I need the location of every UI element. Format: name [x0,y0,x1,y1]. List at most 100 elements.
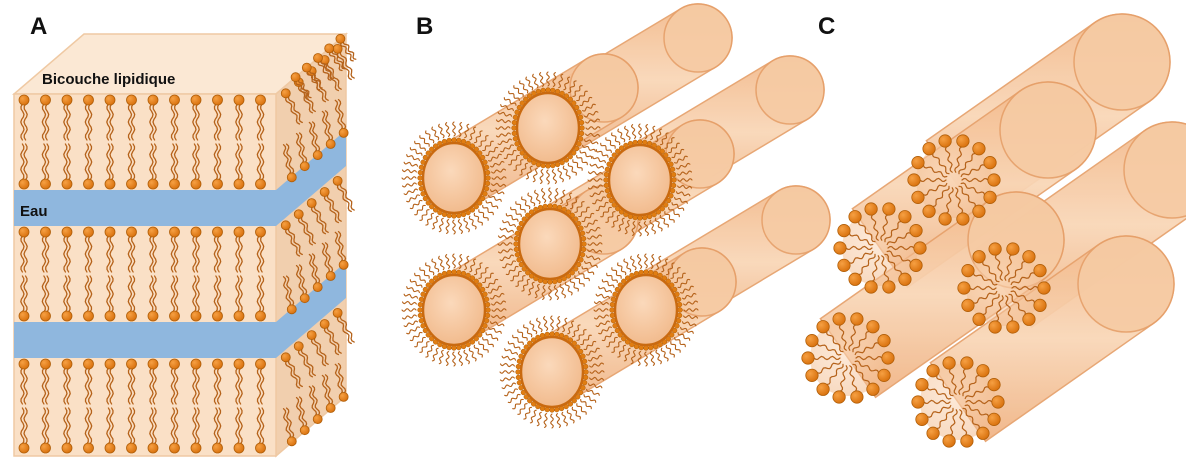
lipid-tail [508,394,520,402]
lipid-head [977,365,989,377]
lipid-tail [486,201,498,209]
lipid-tail [407,195,420,202]
lipid-tail [503,221,516,227]
lipid-tail [404,321,417,326]
lipid-tail [645,254,648,268]
lipid-head [41,179,51,189]
lipid-head [148,443,158,453]
lipid-head [234,311,244,321]
lipid-tail [542,189,546,203]
lipid-tail [577,156,588,165]
lipid-tail [505,389,518,396]
lipid-head [939,213,951,225]
lipid-head [256,227,266,237]
lipid-head [882,352,894,364]
lipid-head [806,369,818,381]
lipid-head [314,54,323,63]
lipid-head [914,242,926,254]
lipid-head [234,179,244,189]
lipid-head [339,392,348,401]
lipid-head [339,260,348,269]
lipid-tail [624,259,631,272]
lipid-tail [432,216,438,229]
lipid-head [943,357,955,369]
lipid-head [256,95,266,105]
lipid-head [984,191,996,203]
lipid-head [170,95,180,105]
lipid-tail [439,350,443,363]
lipid-head [958,282,970,294]
lipid-tail [403,302,417,305]
lipid-tail [528,193,535,206]
lipid-head [213,95,223,105]
lipid-head [41,95,51,105]
lipid-tail [518,404,527,415]
lipid-head [452,138,457,143]
lipid-tail [426,345,434,357]
lipid-tail [453,122,456,136]
lipid-tail [458,220,462,234]
lipid-tail [661,348,668,361]
micelle-core [517,93,579,163]
lipid-tail [567,410,574,423]
lipid-head [973,251,985,263]
water-band-lower [14,322,276,358]
lipid-head [62,227,72,237]
lipid-head [817,383,829,395]
lipid-head [19,443,29,453]
lipid-tail [618,263,626,275]
lipid-tail [479,210,488,221]
lipid-tail [432,127,439,140]
lipid-head [883,281,895,293]
lipid-head [452,270,457,275]
lipid-head [307,331,316,340]
lipid-tail [632,125,636,139]
lipid-tail [453,352,456,366]
lipid-head [19,359,29,369]
lipid-tail [671,342,680,353]
lipid-head [213,311,223,321]
lipid-tail [402,177,416,180]
cylinder-end [762,186,830,254]
lipid-tail [544,317,548,331]
lipid-head [610,308,615,313]
lipid-tail [547,170,550,184]
lipid-tail [580,151,592,159]
lipid-head [806,334,818,346]
lipid-tail [415,141,426,150]
lipid-head [452,346,457,351]
lipid-tail [403,183,417,187]
lipid-head [899,211,911,223]
lipid-tail [575,276,584,287]
lipid-head [84,227,94,237]
lipid-head [19,311,29,321]
lipid-head [923,143,935,155]
lipid-head [170,311,180,321]
lipid-head [256,443,266,453]
lipid-tail [511,207,522,216]
lipid-head [833,313,845,325]
lipid-head [912,156,924,168]
lipid-tail [570,279,578,291]
lipid-head [41,311,51,321]
lipid-head [148,227,158,237]
lipid-head [878,369,890,381]
lipid-tail [520,81,528,93]
lipid-tail [410,332,422,340]
lipid-head [256,179,266,189]
lipid-tail [535,190,540,203]
lipid-head [516,370,521,375]
lipid-tail [524,407,532,419]
lipid-head [644,270,649,275]
lipid-head [1007,321,1019,333]
lipid-tail [469,348,476,361]
lipid-head [957,213,969,225]
lipid-head [84,359,94,369]
lipid-head [548,280,553,285]
cylinder-end [666,120,734,188]
lipid-tail [638,255,642,269]
lipid-head [1023,251,1035,263]
lipid-head [281,221,290,230]
lipid-tail [479,342,488,353]
lipid-tail [502,356,515,360]
